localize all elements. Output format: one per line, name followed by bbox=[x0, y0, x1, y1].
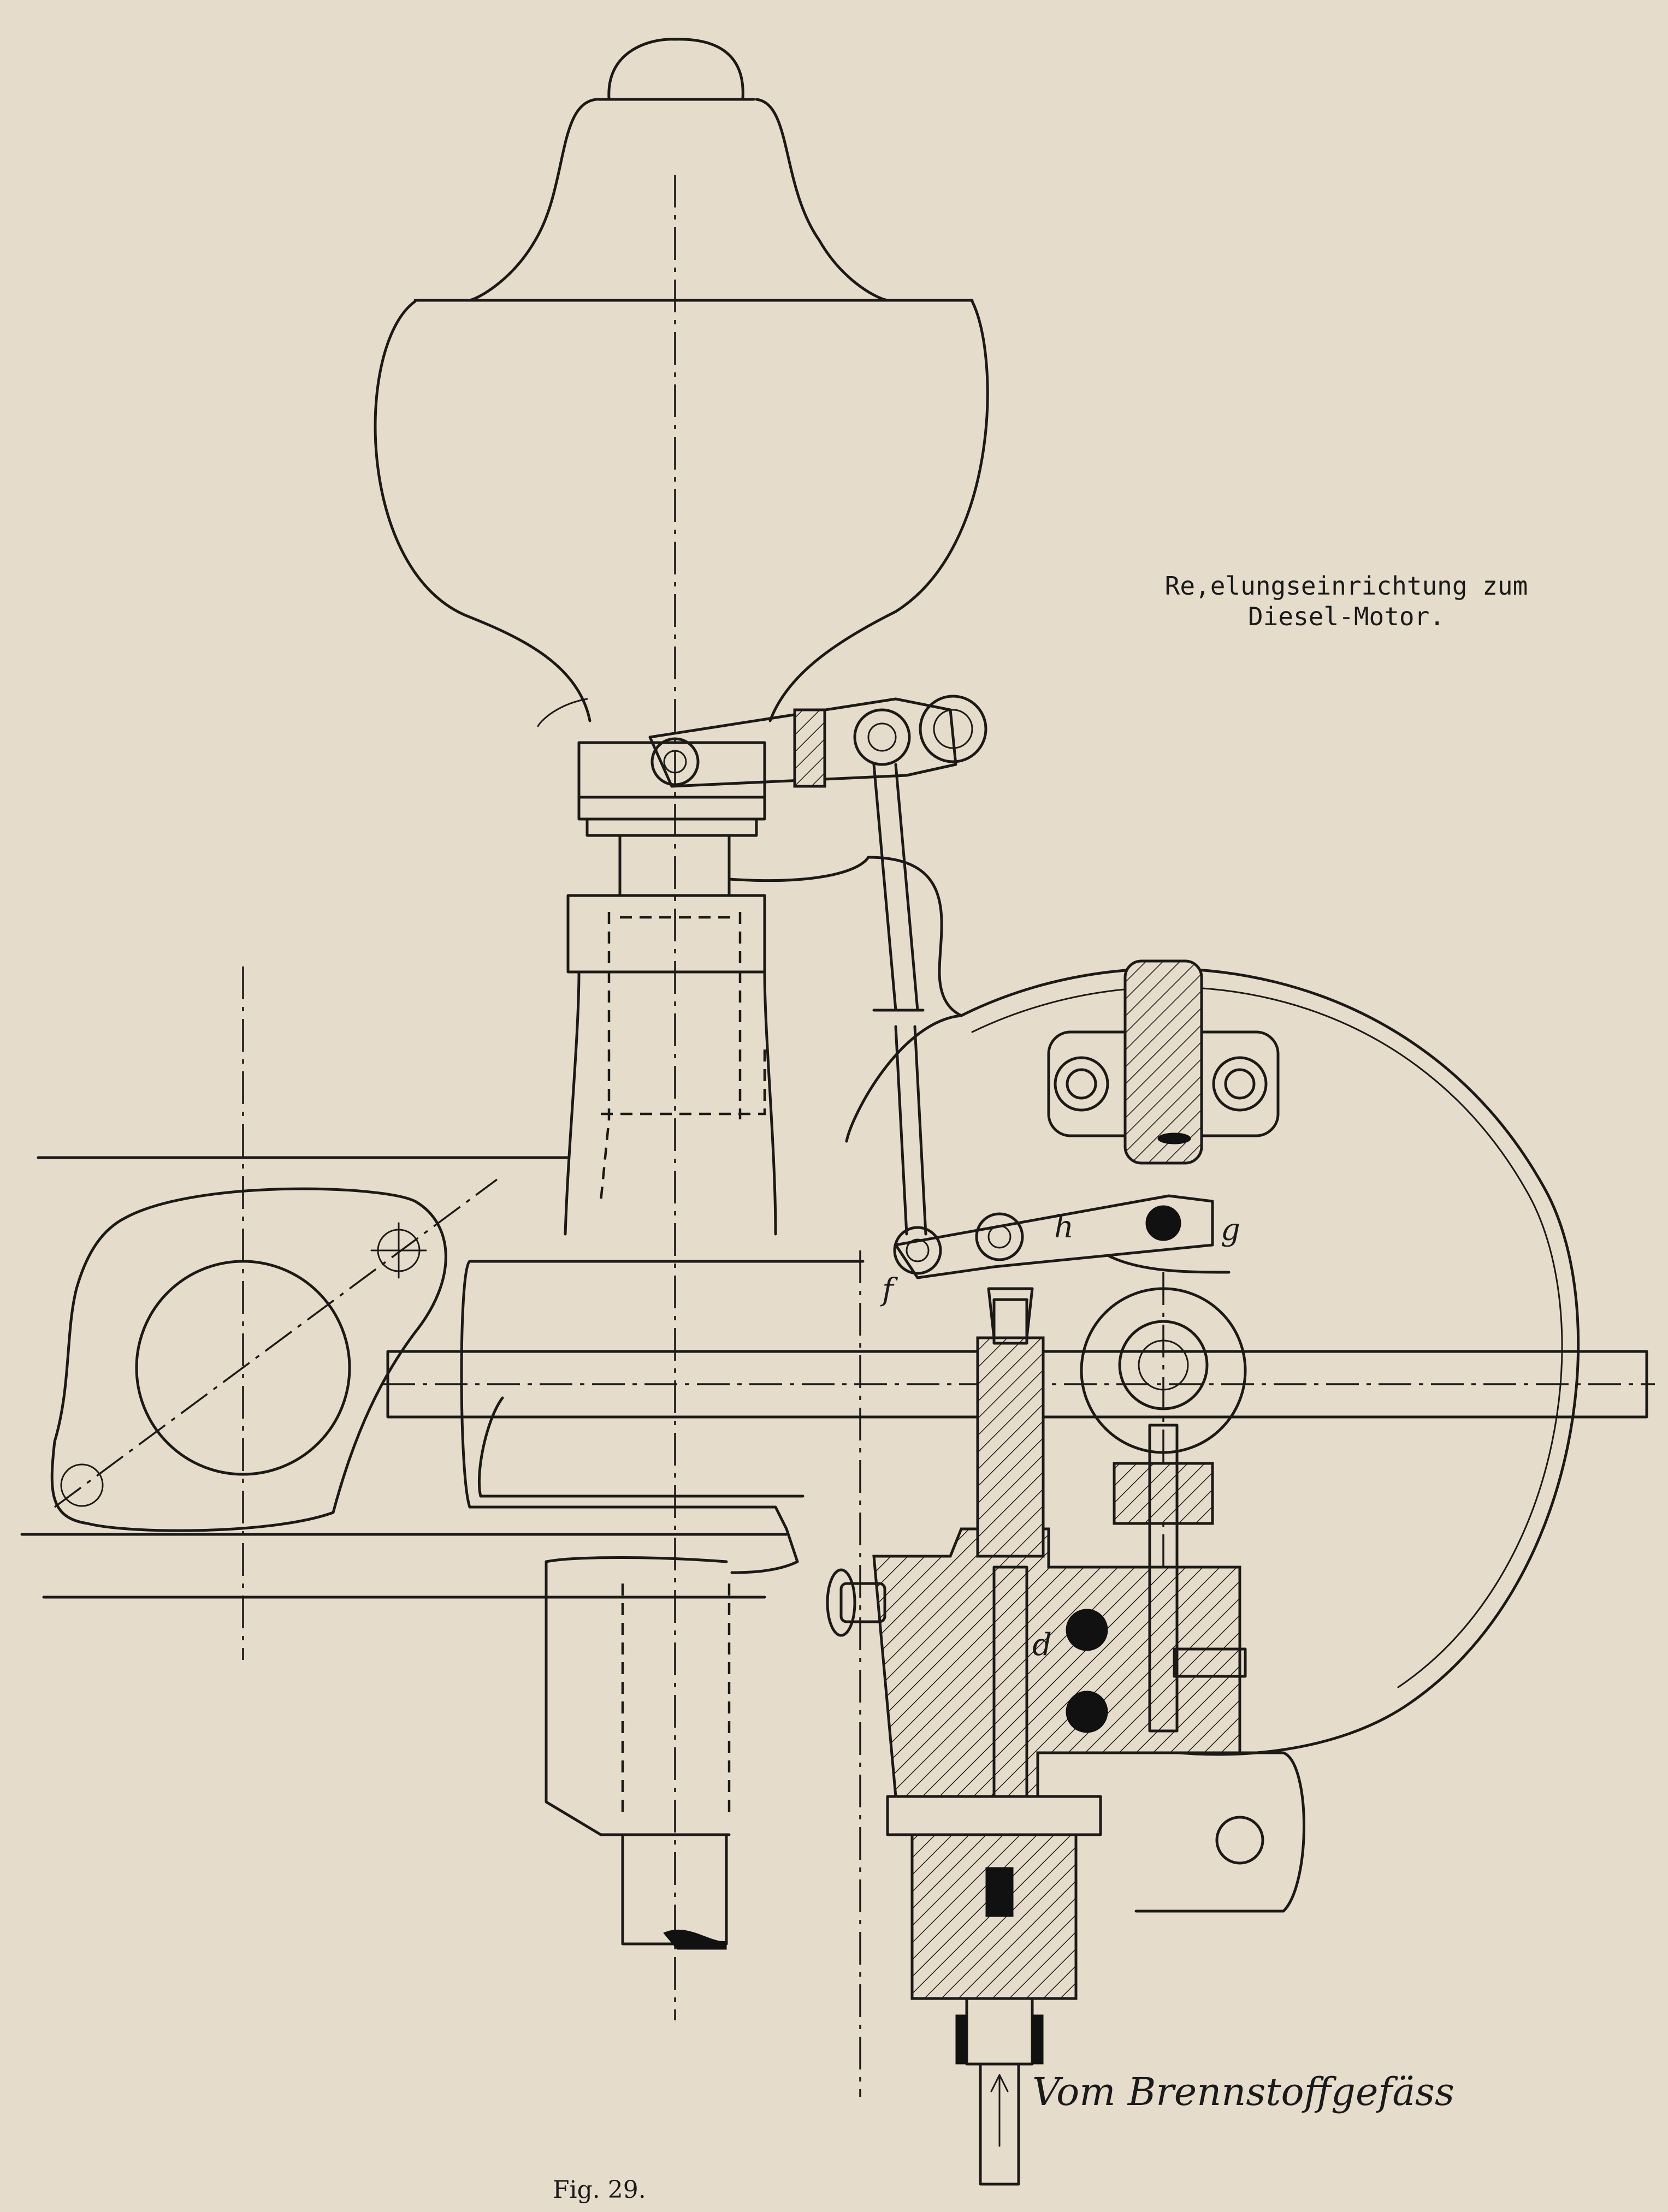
lower-spindle-body bbox=[545, 1556, 731, 1950]
title-line-2: Diesel-Motor. bbox=[1247, 602, 1445, 631]
title-block: Re‚elungseinrichtung zum Diesel-Motor. bbox=[1122, 571, 1570, 632]
figure-label: Fig. 29. bbox=[553, 2176, 646, 2204]
cover-top-boss bbox=[1047, 959, 1280, 1165]
fuel-pump-body bbox=[826, 1287, 1247, 2186]
title-line-1: Re‚elungseinrichtung zum bbox=[1164, 571, 1528, 601]
spindle-column bbox=[564, 834, 870, 1236]
governor-housing bbox=[374, 299, 989, 727]
connecting-rod bbox=[872, 763, 927, 1236]
upper-lever-arm bbox=[648, 695, 987, 788]
lower-lever-arm bbox=[893, 1194, 1214, 1279]
fuel-source-label: Vom Brennstoffgefäss bbox=[1032, 2069, 1454, 2114]
left-flange bbox=[50, 1178, 498, 1532]
part-letter-h: h bbox=[1054, 1209, 1074, 1245]
pump-mounting-lug bbox=[1134, 1751, 1305, 1913]
part-letter-d: d bbox=[1032, 1627, 1052, 1663]
governor-collar bbox=[577, 741, 766, 837]
part-letter-g: g bbox=[1221, 1212, 1240, 1248]
part-letter-f: f bbox=[882, 1272, 894, 1308]
governor-cap bbox=[468, 38, 889, 302]
engine-frame bbox=[20, 966, 865, 2097]
